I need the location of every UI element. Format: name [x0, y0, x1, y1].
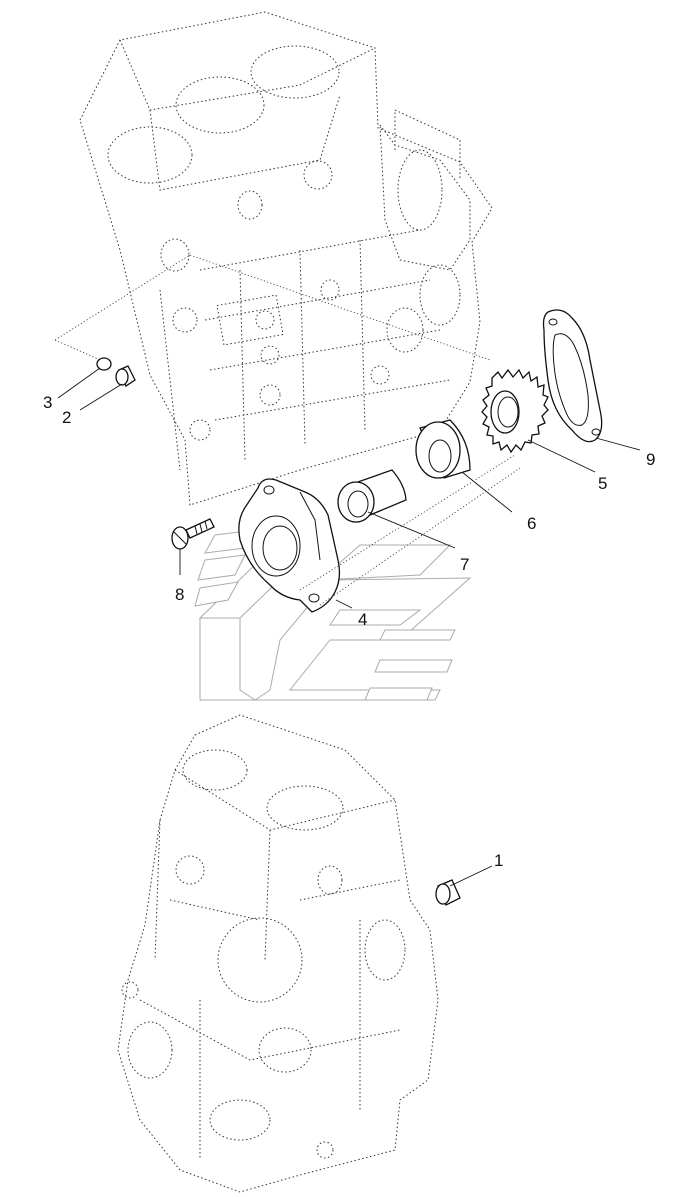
callout-4: 4 — [358, 610, 367, 629]
callout-1: 1 — [494, 851, 503, 870]
bolt-part — [171, 518, 215, 550]
gasket-part — [542, 309, 603, 443]
callout-5: 5 — [598, 474, 607, 493]
callout-9: 9 — [646, 450, 655, 469]
callout-2: 2 — [62, 408, 71, 427]
callout-3: 3 — [43, 393, 52, 412]
o-ring-part — [96, 357, 112, 371]
callouts: 1 2 3 4 5 6 7 8 9 — [43, 393, 655, 870]
engine-block-lower — [117, 714, 439, 1193]
callout-6: 6 — [527, 514, 536, 533]
leader-lines — [57, 367, 641, 887]
callout-7: 7 — [460, 555, 469, 574]
plug-part-lower — [435, 879, 461, 906]
callout-8: 8 — [175, 585, 184, 604]
sleeve-part — [337, 469, 407, 523]
bushing-part — [415, 419, 471, 479]
plug-part — [115, 365, 136, 387]
gear-part — [481, 368, 549, 454]
housing-part — [238, 478, 341, 613]
engine-block-upper — [54, 11, 493, 506]
